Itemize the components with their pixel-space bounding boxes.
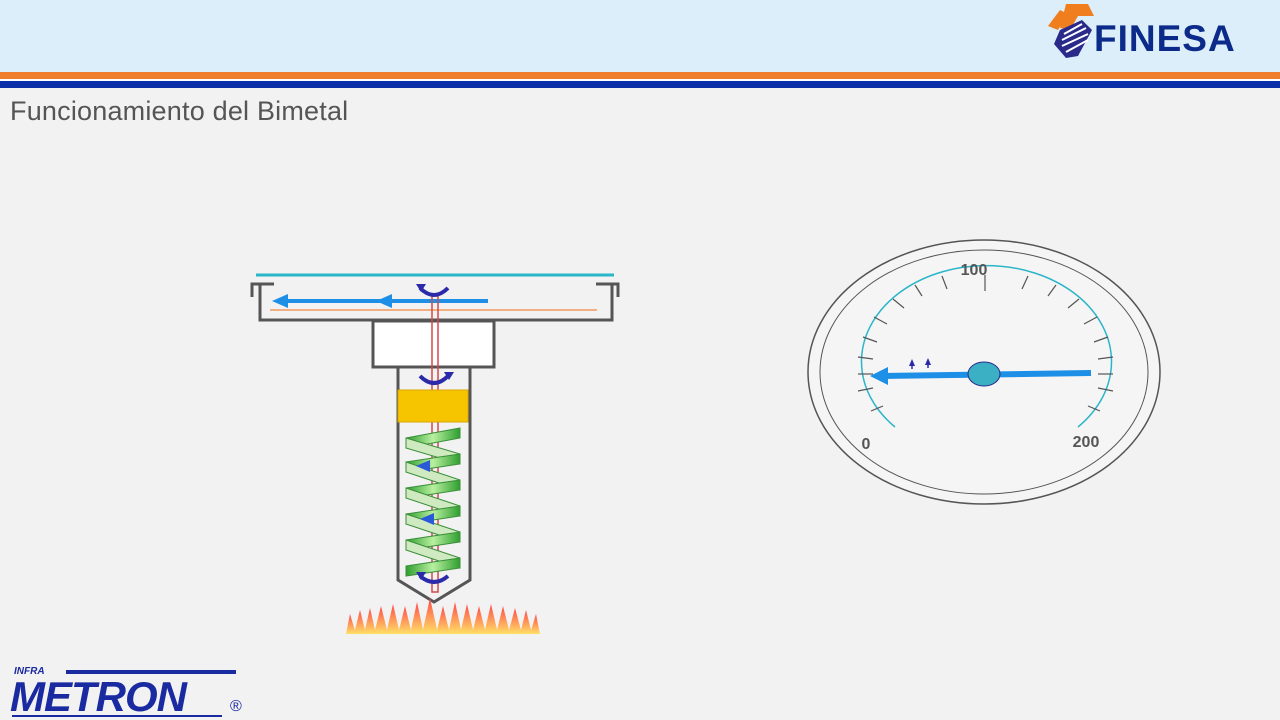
header-stripe-blue bbox=[0, 81, 1280, 88]
coil-arrow-icon bbox=[416, 460, 430, 472]
coil-arrow-icon bbox=[420, 513, 434, 525]
gauge-needle-hub bbox=[967, 361, 1001, 387]
bimetal-thermometer-diagram bbox=[250, 273, 620, 634]
stem-tube bbox=[396, 368, 472, 604]
gauge-label-max: 200 bbox=[1073, 434, 1100, 451]
stem-housing bbox=[371, 319, 496, 369]
bimetal-anchor-block bbox=[397, 389, 469, 423]
heat-flames-icon bbox=[346, 598, 540, 634]
header-stripe-white bbox=[0, 79, 1280, 81]
metron-logo-icon bbox=[12, 670, 236, 717]
slide-title: Funcionamiento del Bimetal bbox=[10, 96, 349, 126]
metron-logo-text: METRON bbox=[10, 673, 187, 720]
movement-arrow-icon bbox=[925, 358, 931, 365]
rotation-arrow-icon bbox=[418, 574, 450, 584]
gauge-scale-arc bbox=[860, 264, 1113, 428]
gauge-label-min: 0 bbox=[862, 436, 871, 453]
rotation-arrow-icon bbox=[418, 286, 450, 297]
dial-case bbox=[250, 282, 620, 297]
finesa-logo-text: FINESA bbox=[1094, 18, 1236, 59]
gauge-label-mid: 100 bbox=[961, 262, 988, 279]
metron-infra-text: INFRA bbox=[14, 666, 45, 677]
finesa-logo-icon bbox=[1048, 4, 1094, 58]
gauge-ticks bbox=[857, 275, 1114, 412]
pointer-arrow-head bbox=[376, 294, 392, 308]
pointer-arrow-head bbox=[272, 294, 288, 308]
bimetal-coil bbox=[405, 427, 461, 577]
metron-registered-mark: ® bbox=[230, 698, 242, 715]
rotation-arrow-icon bbox=[418, 374, 450, 385]
header-stripe-orange bbox=[0, 72, 1280, 79]
gauge-needle-tip bbox=[870, 367, 888, 385]
movement-arrow-icon bbox=[909, 359, 915, 366]
dial-gauge: 100 0 200 bbox=[807, 239, 1161, 505]
